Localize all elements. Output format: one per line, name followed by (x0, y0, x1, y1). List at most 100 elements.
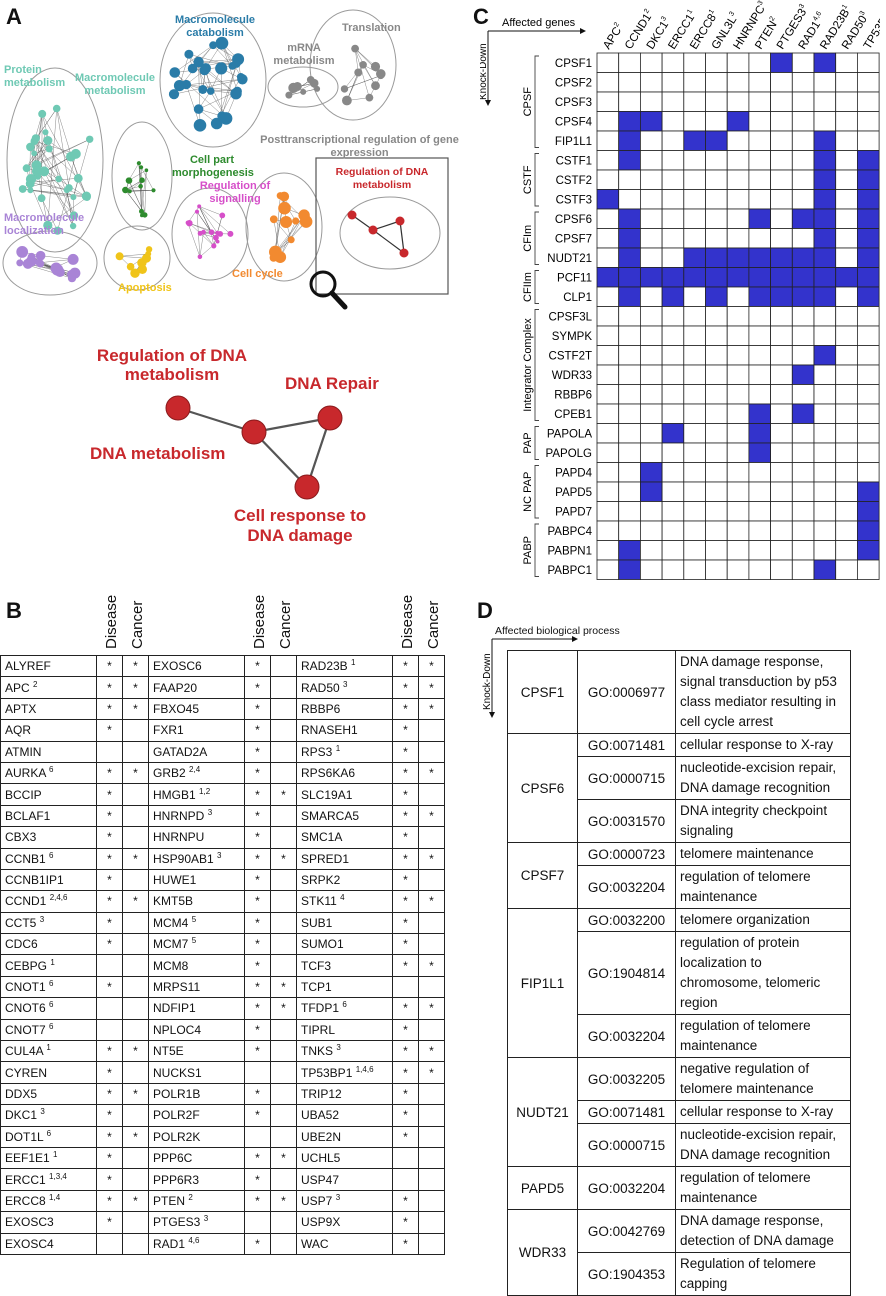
cancer-mark: * (271, 1190, 297, 1211)
heatmap-cell (836, 365, 858, 385)
disease-mark: * (245, 848, 271, 869)
gene-cell: EXOSC4 (1, 1233, 97, 1254)
panel-d-letter: D (477, 598, 493, 624)
disease-mark: * (97, 762, 123, 783)
heatmap-cell (771, 404, 793, 424)
knockdown-gene: NUDT21 (508, 1058, 578, 1167)
heatmap-cell (792, 151, 814, 171)
heatmap-cell (792, 482, 814, 502)
heatmap-cell (836, 151, 858, 171)
cancer-mark (123, 1019, 149, 1040)
go-id: GO:0042769 (578, 1210, 676, 1253)
heatmap-cell (640, 404, 662, 424)
disease-mark: * (245, 976, 271, 997)
disease-mark: * (245, 912, 271, 933)
heatmap-cell (727, 170, 749, 190)
heatmap-cell (749, 248, 771, 268)
heatmap-cell (684, 209, 706, 229)
heatmap-cell (857, 112, 879, 132)
gene-cell: CYREN (1, 1062, 97, 1083)
heatmap-cell (727, 560, 749, 580)
heatmap-cell (857, 365, 879, 385)
cancer-mark (123, 1062, 149, 1083)
heatmap-cell (771, 346, 793, 366)
cancer-mark (419, 1105, 445, 1126)
cancer-mark (123, 827, 149, 848)
gene-cell: GATAD2A (149, 741, 245, 762)
disease-mark: * (97, 827, 123, 848)
disease-mark: * (245, 1233, 271, 1254)
cancer-mark: * (419, 762, 445, 783)
gene-cell: NT5E (149, 1041, 245, 1062)
heatmap-cell (836, 385, 858, 405)
heatmap-cell (792, 229, 814, 249)
node-cell-response (295, 475, 319, 499)
cluster-nodes-3 (341, 45, 386, 106)
heatmap-cell (814, 385, 836, 405)
cancer-mark: * (123, 1126, 149, 1147)
heatmap-cell (857, 92, 879, 112)
heatmap-cell (597, 112, 619, 132)
disease-mark: * (97, 1062, 123, 1083)
cancer-mark (419, 1147, 445, 1168)
node-dna-repair (318, 406, 342, 430)
gene-cell: SMC1A (297, 827, 393, 848)
heatmap-cell (640, 560, 662, 580)
gene-cell: RNASEH1 (297, 720, 393, 741)
heatmap-cell (749, 131, 771, 151)
biological-process: cellular response to X-ray (676, 734, 851, 757)
heatmap-cell (771, 131, 793, 151)
row-label: CPSF3 (555, 97, 592, 109)
label-translation: Translation (342, 22, 401, 34)
biological-process: Regulation of telomere capping (676, 1253, 851, 1296)
heatmap-cell (684, 521, 706, 541)
heatmap-cell (749, 385, 771, 405)
go-id: GO:0000723 (578, 843, 676, 866)
label-apoptosis: Apoptosis (118, 282, 172, 294)
gene-cell: EXOSC3 (1, 1212, 97, 1233)
heatmap-cell (857, 560, 879, 580)
knockdown-label: Knock-Down (480, 43, 489, 100)
heatmap-cell (814, 541, 836, 561)
gene-cell: CBX3 (1, 827, 97, 848)
table-row: APTX**FBXO45*RBBP6** (1, 698, 445, 719)
disease-mark: * (97, 1105, 123, 1126)
cancer-mark (271, 677, 297, 698)
heatmap-cell (749, 424, 771, 444)
gene-cell: BCCIP (1, 784, 97, 805)
disease-mark: * (245, 784, 271, 805)
row-label: CPSF2 (555, 78, 592, 90)
cancer-mark (123, 912, 149, 933)
heatmap-cell (749, 170, 771, 190)
disease-mark: * (97, 912, 123, 933)
heatmap-cell (814, 190, 836, 210)
heatmap-cell (771, 190, 793, 210)
table-row: ERCC8 1,4**PTEN 2**USP7 3* (1, 1190, 445, 1211)
cancer-mark: * (123, 1190, 149, 1211)
heatmap-cell (727, 424, 749, 444)
disease-mark: * (245, 955, 271, 976)
disease-mark: * (393, 912, 419, 933)
heatmap-cell (597, 307, 619, 327)
heatmap-cell (857, 209, 879, 229)
cluster-nodes-8 (269, 192, 312, 263)
table-row: ALYREF**EXOSC6*RAD23B 1** (1, 656, 445, 677)
heatmap-cell (836, 92, 858, 112)
cancer-mark (271, 1019, 297, 1040)
heatmap-cell (619, 346, 641, 366)
heatmap-cell (684, 307, 706, 327)
disease-mark: * (245, 741, 271, 762)
heatmap-cell (597, 502, 619, 522)
cancer-mark (419, 784, 445, 805)
label-cell-cycle: Cell cycle (232, 268, 283, 280)
heatmap-cell (749, 287, 771, 307)
heatmap-cell (771, 170, 793, 190)
heatmap-cell (857, 53, 879, 73)
table-row: EEF1E1 1*PPP6C**UCHL5 (1, 1147, 445, 1168)
heatmap-cell (706, 463, 728, 483)
row-label: PCF11 (557, 273, 592, 285)
heatmap-cell (640, 541, 662, 561)
heatmap-cell (640, 326, 662, 346)
heatmap-cell (857, 463, 879, 483)
